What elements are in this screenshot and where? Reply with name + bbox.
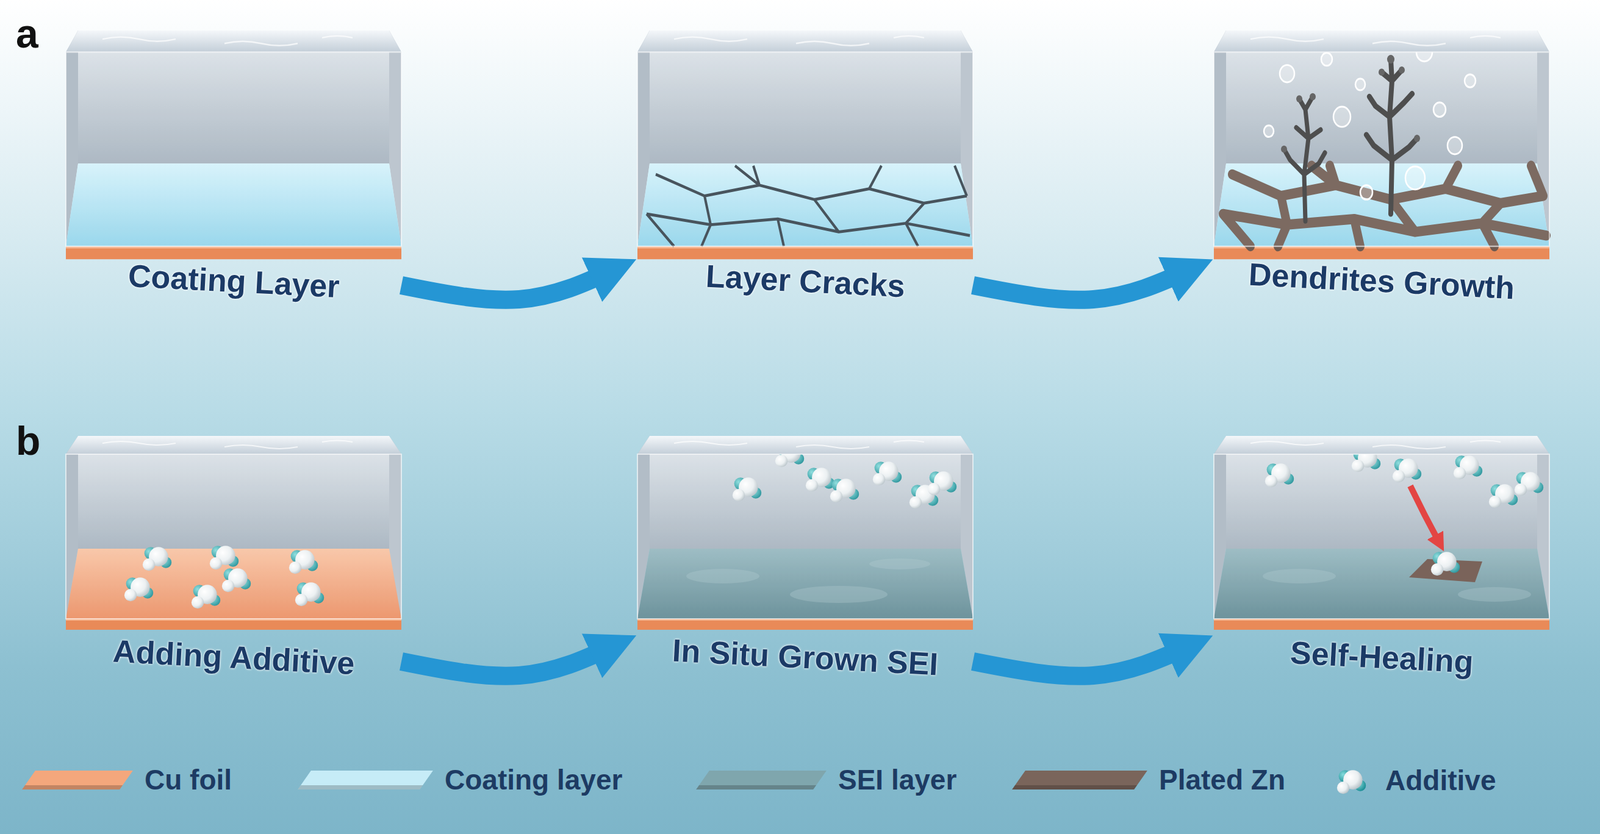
cell-shell — [65, 436, 402, 631]
legend-swatch — [695, 771, 827, 790]
cell-glass — [65, 30, 402, 247]
cell-glass — [637, 30, 973, 247]
self-healing-cell — [1213, 436, 1550, 631]
legend-text: Coating layer — [444, 763, 623, 798]
process-arrow — [401, 645, 615, 677]
legend-text: SEI layer — [838, 763, 957, 798]
legend-item: Coating layer — [295, 763, 623, 798]
panel-node: Adding Additive — [65, 436, 402, 677]
cell-shell — [1213, 436, 1550, 631]
panel-caption: Layer Cracks — [704, 256, 906, 305]
legend-swatch — [297, 771, 434, 790]
legend-swatch — [21, 771, 133, 790]
panel-node: Self-Healing — [1213, 436, 1550, 677]
process-arrow — [972, 269, 1191, 301]
legend-text: Cu foil — [144, 763, 232, 798]
panel-caption: Adding Additive — [111, 632, 356, 684]
panel-node: In Situ Grown SEI — [637, 436, 973, 677]
sei-cell — [637, 436, 973, 631]
legend-text: Plated Zn — [1158, 763, 1286, 798]
cell-shell — [1213, 30, 1550, 260]
panel-letter: a — [15, 13, 39, 54]
additive-cell — [65, 436, 402, 631]
cracked-layer-cell — [637, 30, 973, 260]
panel-caption: Coating Layer — [126, 256, 341, 306]
panel-caption: Self-Healing — [1288, 633, 1474, 682]
legend-text: Additive — [1385, 764, 1496, 798]
cell-shell — [65, 30, 402, 260]
legend-item: Plated Zn — [1010, 763, 1286, 798]
cell-shell — [637, 30, 973, 260]
legend-item: SEI layer — [694, 763, 957, 798]
panel-node: Dendrites Growth — [1213, 30, 1550, 301]
cell-glass — [637, 436, 973, 620]
panel-node: Coating Layer — [65, 30, 402, 301]
legend-swatch — [1011, 771, 1148, 790]
panel-node: Layer Cracks — [637, 30, 973, 301]
legend-item: Additive — [1331, 763, 1496, 800]
process-arrow — [972, 645, 1191, 677]
dendrite-cell — [1213, 30, 1550, 260]
cell-glass — [1213, 436, 1550, 620]
cell-glass — [1213, 30, 1550, 247]
legend-item: Cu foil — [20, 763, 232, 798]
additive-icon — [1331, 763, 1372, 800]
cell-shell — [637, 436, 973, 631]
process-arrow — [401, 269, 615, 301]
panel-letter: b — [15, 420, 41, 462]
additive-molecule — [1337, 770, 1366, 795]
coating-layer-cell — [65, 30, 402, 260]
panel-caption: Dendrites Growth — [1248, 255, 1516, 308]
panel-caption: In Situ Grown SEI — [671, 631, 940, 684]
cell-glass — [65, 436, 402, 620]
